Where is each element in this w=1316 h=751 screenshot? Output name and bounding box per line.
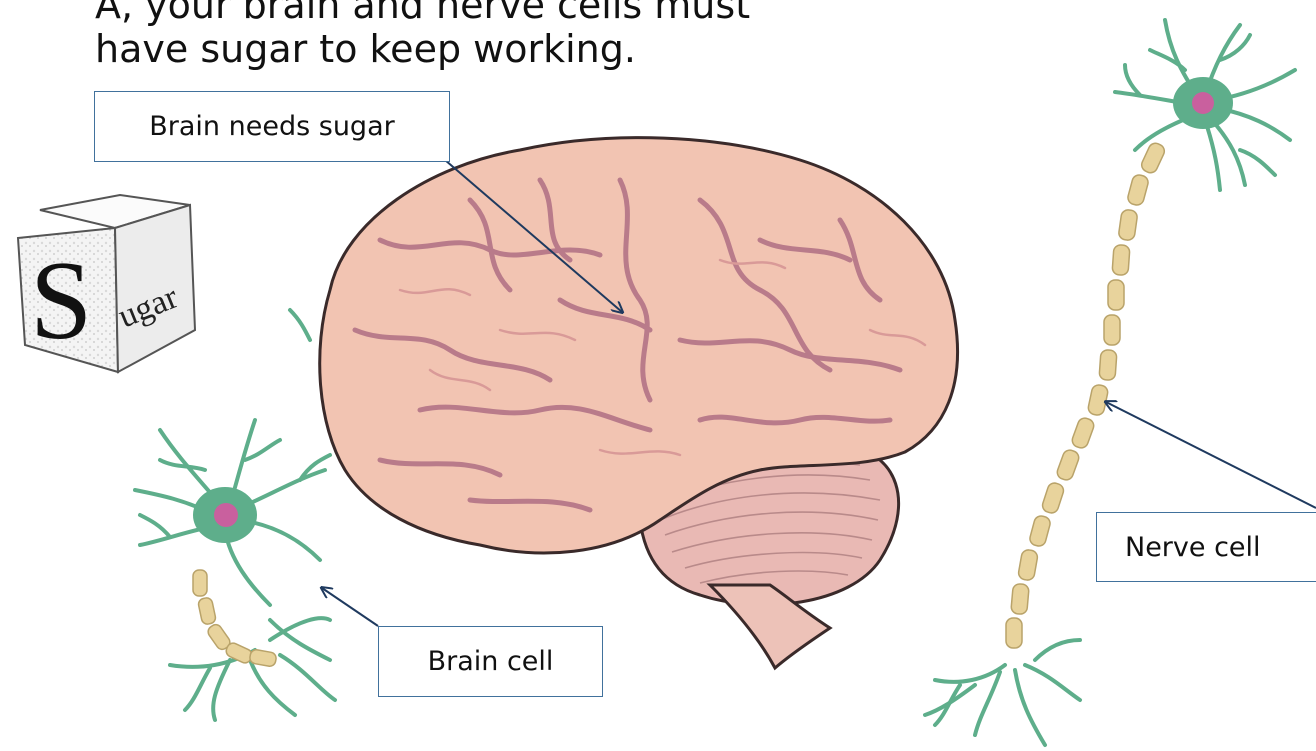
- label-nerve-cell: Nerve cell: [1096, 512, 1316, 582]
- brain-cell-neuron: [135, 310, 335, 720]
- label-brain-needs-sugar: Brain needs sugar: [94, 91, 450, 162]
- label-brain-cell: Brain cell: [378, 626, 603, 697]
- arrow-nerve-cell: [1106, 402, 1316, 508]
- nerve-cell-neuron: [925, 20, 1295, 745]
- sugar-cube: S ugar: [18, 195, 195, 372]
- brain-illustration: [320, 138, 958, 668]
- sugar-cube-big-letter: S: [30, 239, 92, 363]
